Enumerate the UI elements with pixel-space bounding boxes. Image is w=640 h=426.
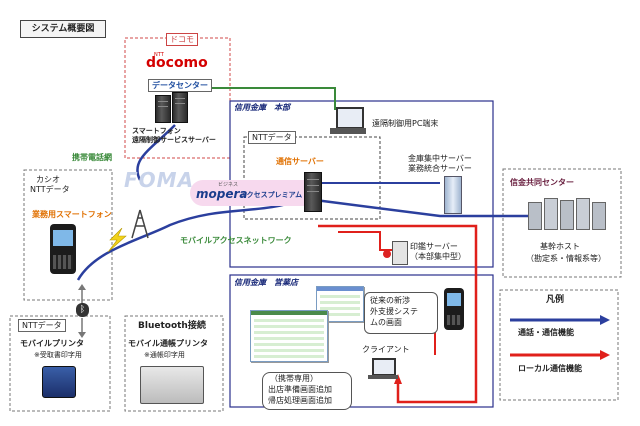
lightning-icon	[107, 228, 127, 252]
remote-pc-base	[330, 128, 366, 134]
remote-pc-icon	[336, 107, 364, 129]
printer2-label-1: モバイル通帳プリンタ	[128, 339, 208, 348]
legacy-screen-image	[316, 286, 364, 322]
branch-box	[229, 274, 494, 408]
remote-pc-label: 遠隔制御用PC端末	[372, 119, 439, 128]
mopera-small: ビジネス	[218, 182, 239, 188]
bluetooth-label: Bluetooth接続	[138, 321, 206, 331]
legacy-label-2: 外支援システ	[370, 307, 418, 316]
comm-server-label: 通信サーバー	[276, 157, 324, 166]
datacenter-server-icon	[172, 92, 188, 123]
datacenter-label: データセンター	[148, 79, 212, 92]
green-connection	[205, 87, 336, 110]
client-pc-icon	[372, 358, 396, 376]
printer-nttdata-label: NTTデータ	[18, 319, 66, 332]
antenna-icon	[131, 209, 149, 239]
mobile-note-callout	[262, 372, 352, 410]
diagram-title: システム概要図	[20, 20, 106, 38]
docomo-tag: ドコモ	[166, 33, 198, 46]
bluetooth-icon: ᛒ	[76, 303, 89, 317]
client-pc-base	[368, 375, 398, 379]
blue-line-host	[314, 198, 530, 218]
legend-box	[499, 289, 619, 401]
legacy-label-1: 従来の新渉	[370, 296, 410, 305]
hq-nttdata-label: NTTデータ	[248, 131, 296, 144]
seal-icon	[383, 250, 391, 258]
business-phone-label: 業務用スマートフォン	[32, 210, 112, 219]
foma-logo: FOMA	[124, 168, 195, 192]
mopera-suffix: アクセスプレミアム	[240, 191, 303, 199]
print-server-icon	[392, 241, 408, 265]
branch-phone-icon	[444, 288, 464, 330]
printer2-label-2: ※通帳印字用	[144, 351, 185, 359]
casio-box	[23, 169, 113, 301]
datacenter-server-icon	[155, 95, 171, 123]
printer1-box	[9, 315, 111, 412]
legend-title: 凡例	[546, 295, 565, 305]
central-server-icon	[444, 176, 462, 214]
casio-nttdata-label: NTTデータ	[30, 185, 70, 194]
hq-nttdata-box	[243, 136, 381, 220]
host-label-2: （勘定系・情報系等）	[526, 254, 606, 263]
mobile-access-label: モバイルアクセスネットワーク	[180, 236, 292, 245]
branch-title: 信用金庫 営業店	[234, 278, 298, 287]
legend-item-2: ローカル通信機能	[518, 364, 582, 373]
business-phone-icon	[50, 224, 76, 274]
shinkin-title: 信金共同センター	[510, 178, 574, 187]
casio-label: カシオ	[36, 175, 60, 184]
mopera-cloud	[190, 180, 320, 206]
printer1-label-1: モバイルプリンタ	[20, 339, 84, 348]
blue-line-docomo	[136, 124, 176, 181]
passbook-printer-icon	[140, 366, 204, 404]
legacy-label-3: ムの画面	[370, 318, 402, 327]
blue-line-network	[76, 198, 301, 281]
client-label: クライアント	[362, 345, 410, 354]
mobile-net-label: 携帯電話網	[72, 153, 112, 162]
print-server-label-2: （本部集中型）	[410, 252, 466, 261]
red-line-branch	[318, 224, 478, 404]
mopera-logo: mopera	[196, 187, 248, 201]
docomo-logo: docomo	[146, 55, 208, 71]
red-line-print	[338, 231, 392, 251]
docomo-logo-small: NTT	[154, 52, 164, 58]
service-label-1: スマートフォン	[132, 127, 181, 135]
mobile-screen-image	[250, 310, 328, 362]
host-machines-icon	[528, 198, 606, 230]
mobile-note-1: （携帯専用）	[270, 374, 318, 383]
shinkin-box	[502, 168, 622, 278]
comm-server-icon	[304, 172, 322, 212]
printer1-label-2: ※受取書印字用	[34, 351, 82, 359]
mobile-note-3: 帰店処理画面追加	[268, 396, 332, 405]
printer2-box	[124, 315, 224, 412]
central-server-label-1: 金庫集中サーバー	[408, 154, 472, 163]
hq-title: 信用金庫 本部	[234, 103, 290, 112]
print-server-label-1: 印鑑サーバー	[410, 242, 458, 251]
legend-item-1: 通話・通信機能	[518, 328, 574, 337]
mobile-note-2: 出店準備画面追加	[268, 385, 332, 394]
central-server-label-2: 業務統合サーバー	[408, 164, 472, 173]
mobile-printer-icon	[42, 366, 76, 398]
service-label-2: 遠隔制御サービスサーバー	[132, 136, 216, 144]
legacy-callout	[364, 292, 438, 334]
host-label-1: 基幹ホスト	[540, 242, 580, 251]
